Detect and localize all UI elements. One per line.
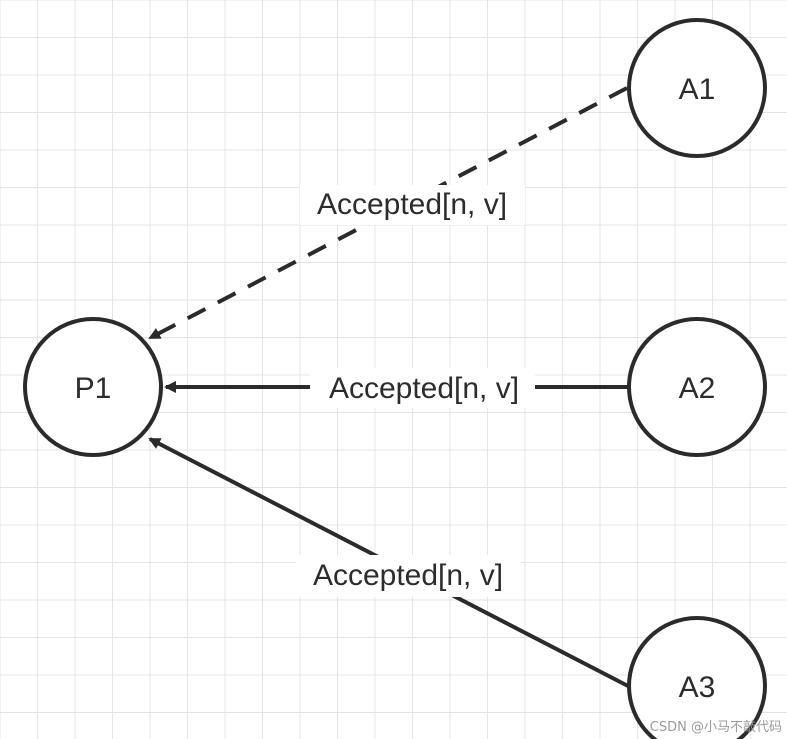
edge-label-a2: Accepted[n, v]	[329, 372, 519, 405]
node-a3: A3	[627, 616, 767, 739]
node-a1: A1	[627, 18, 767, 158]
edge-label-a1: Accepted[n, v]	[317, 188, 507, 221]
node-p1: P1	[23, 317, 163, 457]
edge-label-a3: Accepted[n, v]	[313, 559, 503, 592]
edge-label-bg-2	[310, 368, 535, 408]
node-a2-label: A2	[679, 372, 716, 405]
node-a1-label: A1	[679, 73, 716, 106]
watermark: CSDN @小马不敲代码	[650, 719, 782, 735]
node-a2: A2	[627, 317, 767, 457]
node-a3-label: A3	[679, 671, 716, 704]
edge-label-bg-1	[300, 185, 525, 225]
edge-label-bg-3	[296, 555, 521, 597]
edge-a1-p1	[148, 86, 628, 340]
node-p1-label: P1	[75, 372, 112, 405]
